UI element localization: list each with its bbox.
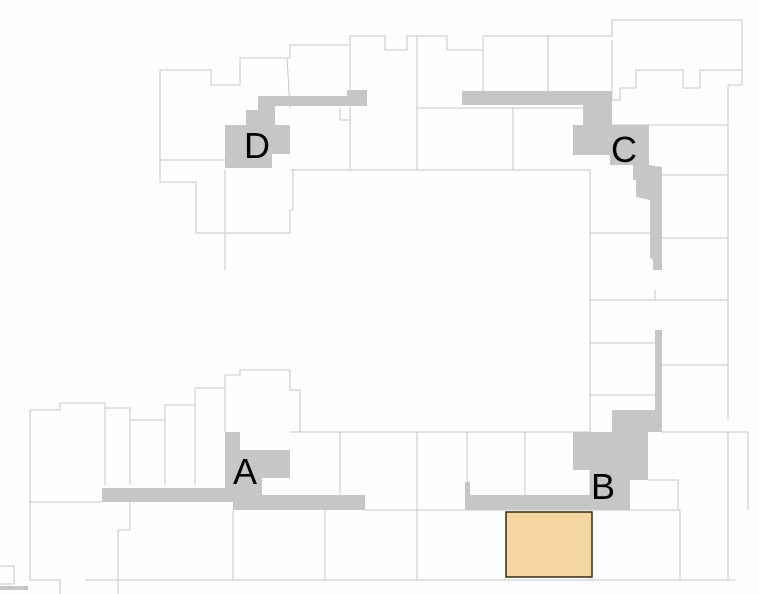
- corridor-a: [102, 432, 365, 510]
- zone-label-c: C: [611, 129, 637, 170]
- corridor-d: [225, 90, 367, 168]
- corridor-c: [462, 91, 662, 270]
- zone-label-a: A: [233, 451, 257, 492]
- zone-label-d: D: [244, 125, 270, 166]
- corridor-b: [465, 330, 662, 510]
- zone-label-b: B: [591, 466, 615, 507]
- highlighted-unit[interactable]: [505, 511, 593, 578]
- corridors: [0, 90, 662, 590]
- room-outlines: [0, 19, 749, 594]
